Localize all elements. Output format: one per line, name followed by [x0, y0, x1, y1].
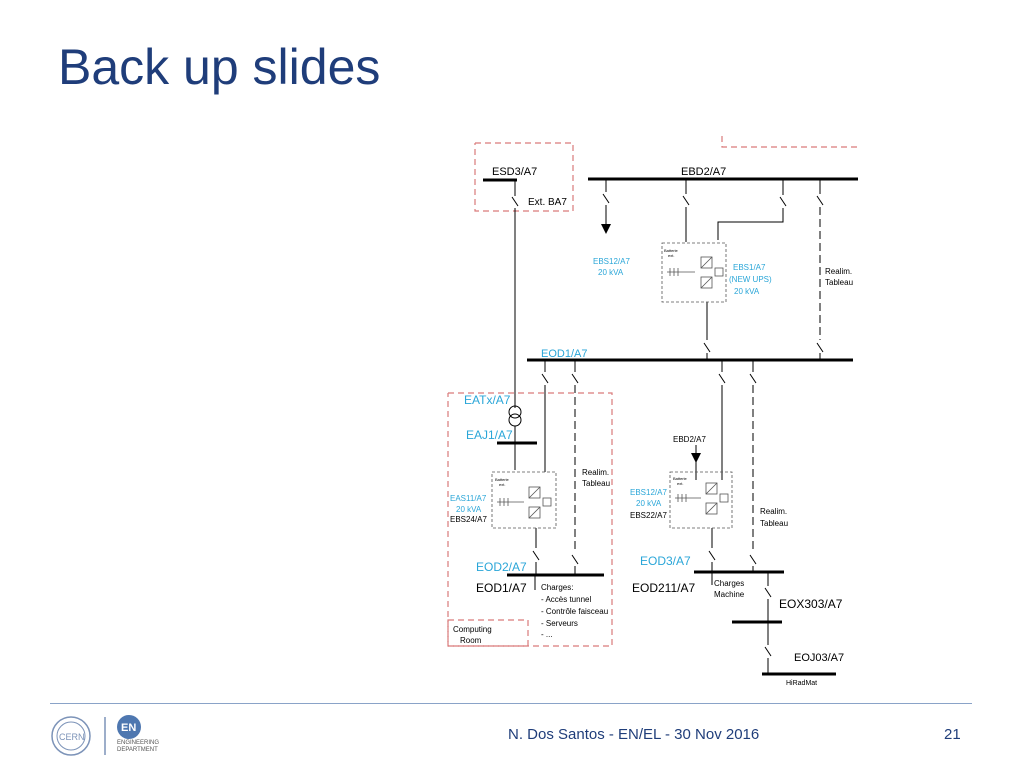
label-charges-machine-2: Machine [714, 590, 745, 599]
ebs12-top-arrow-icon [601, 224, 611, 234]
label-esd3: ESD3/A7 [492, 166, 537, 178]
label-ebs12-top-2: 20 kVA [598, 268, 624, 277]
label-batterie-right-2: ext. [677, 481, 683, 486]
label-eod1-low: EOD1/A7 [476, 581, 527, 595]
arrow-markers [601, 224, 701, 463]
label-ebs12-mid-1: EBS12/A7 [630, 488, 667, 497]
label-realim-left-2: Tableau [582, 479, 610, 488]
label-batterie-top-1: Batterie [664, 248, 679, 253]
single-line-diagram: ESD3/A7 Ext. BA7 EBD2/A7 Realim. Tableau… [447, 136, 858, 687]
ups-top-icon [661, 242, 727, 303]
label-charges-1: - Accès tunnel [541, 595, 591, 604]
footer-divider [50, 703, 972, 704]
page-number: 21 [944, 726, 961, 743]
label-eod3: EOD3/A7 [640, 554, 691, 568]
label-eatx: EATx/A7 [464, 393, 511, 407]
label-batterie-right-1: Batterie [673, 476, 688, 481]
left-lower-enclosure [447, 392, 613, 647]
busbars [483, 177, 858, 676]
esd3-enclosure [474, 142, 574, 212]
black-labels: ESD3/A7 Ext. BA7 EBD2/A7 Realim. Tableau… [450, 166, 853, 687]
label-eox303: EOX303/A7 [779, 597, 843, 611]
label-realim-right-1: Realim. [760, 507, 787, 516]
label-ebs24: EBS24/A7 [450, 515, 487, 524]
label-ext-ba7: Ext. BA7 [528, 197, 567, 208]
transformer-icon [508, 405, 522, 427]
label-ebs12-top-1: EBS12/A7 [593, 257, 630, 266]
top-right-enclosure [721, 136, 858, 148]
label-ebs22: EBS22/A7 [630, 511, 667, 520]
en-logo-caption: ENGINEERING DEPARTMENT [117, 740, 159, 754]
label-ebd2-top: EBD2/A7 [681, 166, 726, 178]
cern-logo-icon: CERN [51, 716, 91, 756]
label-ebs1-1: EBS1/A7 [733, 263, 766, 272]
label-hiradmat: HiRadMat [786, 680, 817, 687]
cern-logo-text: CERN [59, 732, 85, 742]
label-eas11-1: EAS11/A7 [450, 494, 487, 503]
label-eod1: EOD1/A7 [541, 348, 587, 360]
label-realim-top-1: Realim. [825, 267, 852, 276]
label-batterie-left-2: ext. [499, 482, 505, 487]
ebd2-mid-arrow-icon [691, 453, 701, 463]
label-computing-2: Room [460, 636, 482, 645]
en-caption-line-2: DEPARTMENT [117, 747, 158, 753]
en-logo-icon: EN [104, 715, 141, 755]
label-eoj03: EOJ03/A7 [794, 652, 844, 664]
label-ebd2-mid: EBD2/A7 [673, 435, 706, 444]
label-charges-4: - ... [541, 630, 553, 639]
label-eaj1: EAJ1/A7 [466, 428, 513, 442]
label-ebs1-2: (NEW UPS) [729, 275, 772, 284]
slide-title: Back up slides [58, 39, 381, 95]
label-ebs1-3: 20 kVA [734, 287, 760, 296]
en-caption-line-1: ENGINEERING [117, 740, 160, 746]
label-computing-1: Computing [453, 625, 492, 634]
label-charges-2: - Contrôle faisceau [541, 607, 608, 616]
ups-left-icon [491, 471, 557, 529]
computing-room-enclosure [447, 619, 529, 647]
label-charges-3: - Serveurs [541, 619, 578, 628]
cyan-labels: EBS12/A7 20 kVA EBS1/A7 (NEW UPS) 20 kVA… [450, 257, 772, 574]
en-logo-text: EN [121, 722, 136, 734]
label-eod211: EOD211/A7 [632, 581, 695, 595]
label-eas11-2: 20 kVA [456, 505, 482, 514]
label-ebs12-mid-2: 20 kVA [636, 499, 662, 508]
label-eod2: EOD2/A7 [476, 560, 527, 574]
label-realim-left-1: Realim. [582, 468, 609, 477]
feeders [511, 179, 824, 674]
label-batterie-top-2: ext. [668, 253, 674, 258]
dashed-enclosures [447, 136, 858, 647]
ups-right-icon [669, 471, 733, 529]
label-realim-top-2: Tableau [825, 278, 853, 287]
label-batterie-left-1: Batterie [495, 477, 510, 482]
label-charges-title: Charges: [541, 583, 573, 592]
label-charges-machine-1: Charges [714, 579, 744, 588]
label-realim-right-2: Tableau [760, 519, 788, 528]
footer-author: N. Dos Santos - EN/EL - 30 Nov 2016 [508, 726, 760, 743]
